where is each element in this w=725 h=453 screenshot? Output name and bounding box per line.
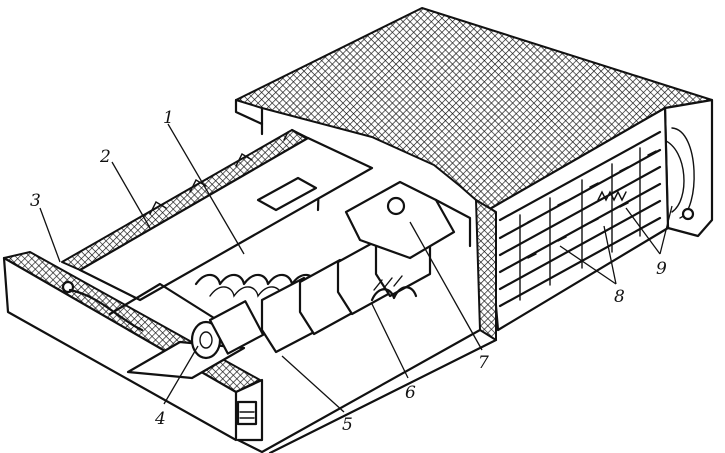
- front-latch: [236, 400, 258, 426]
- callout-8: 8: [614, 287, 625, 307]
- rear-housing: [234, 7, 714, 332]
- roller-segments: [260, 220, 432, 354]
- drawer-tray: [61, 128, 374, 302]
- callout-3: 3: [30, 191, 41, 211]
- spring-mechanism: [194, 220, 432, 354]
- grille-spring: [597, 190, 627, 202]
- callout-5: 5: [342, 415, 353, 435]
- callout-4: 4: [154, 409, 166, 429]
- louvre-grille: [498, 130, 662, 308]
- callout-7: 7: [478, 353, 489, 373]
- latch-lever: [344, 180, 472, 260]
- latch-knob: [386, 196, 406, 216]
- spring-clip: [370, 286, 418, 302]
- callout-leaders: [39, 123, 673, 413]
- callout-1: 1: [163, 108, 174, 128]
- pivot-assembly: [61, 280, 265, 380]
- callout-9: 9: [656, 259, 667, 279]
- callout-labels: 1 2 3 4 5 6 7 8 9: [30, 108, 667, 435]
- middle-frame: [236, 199, 498, 453]
- callout-6: 6: [405, 383, 416, 403]
- end-fastener: [681, 207, 695, 221]
- callout-2: 2: [99, 147, 111, 167]
